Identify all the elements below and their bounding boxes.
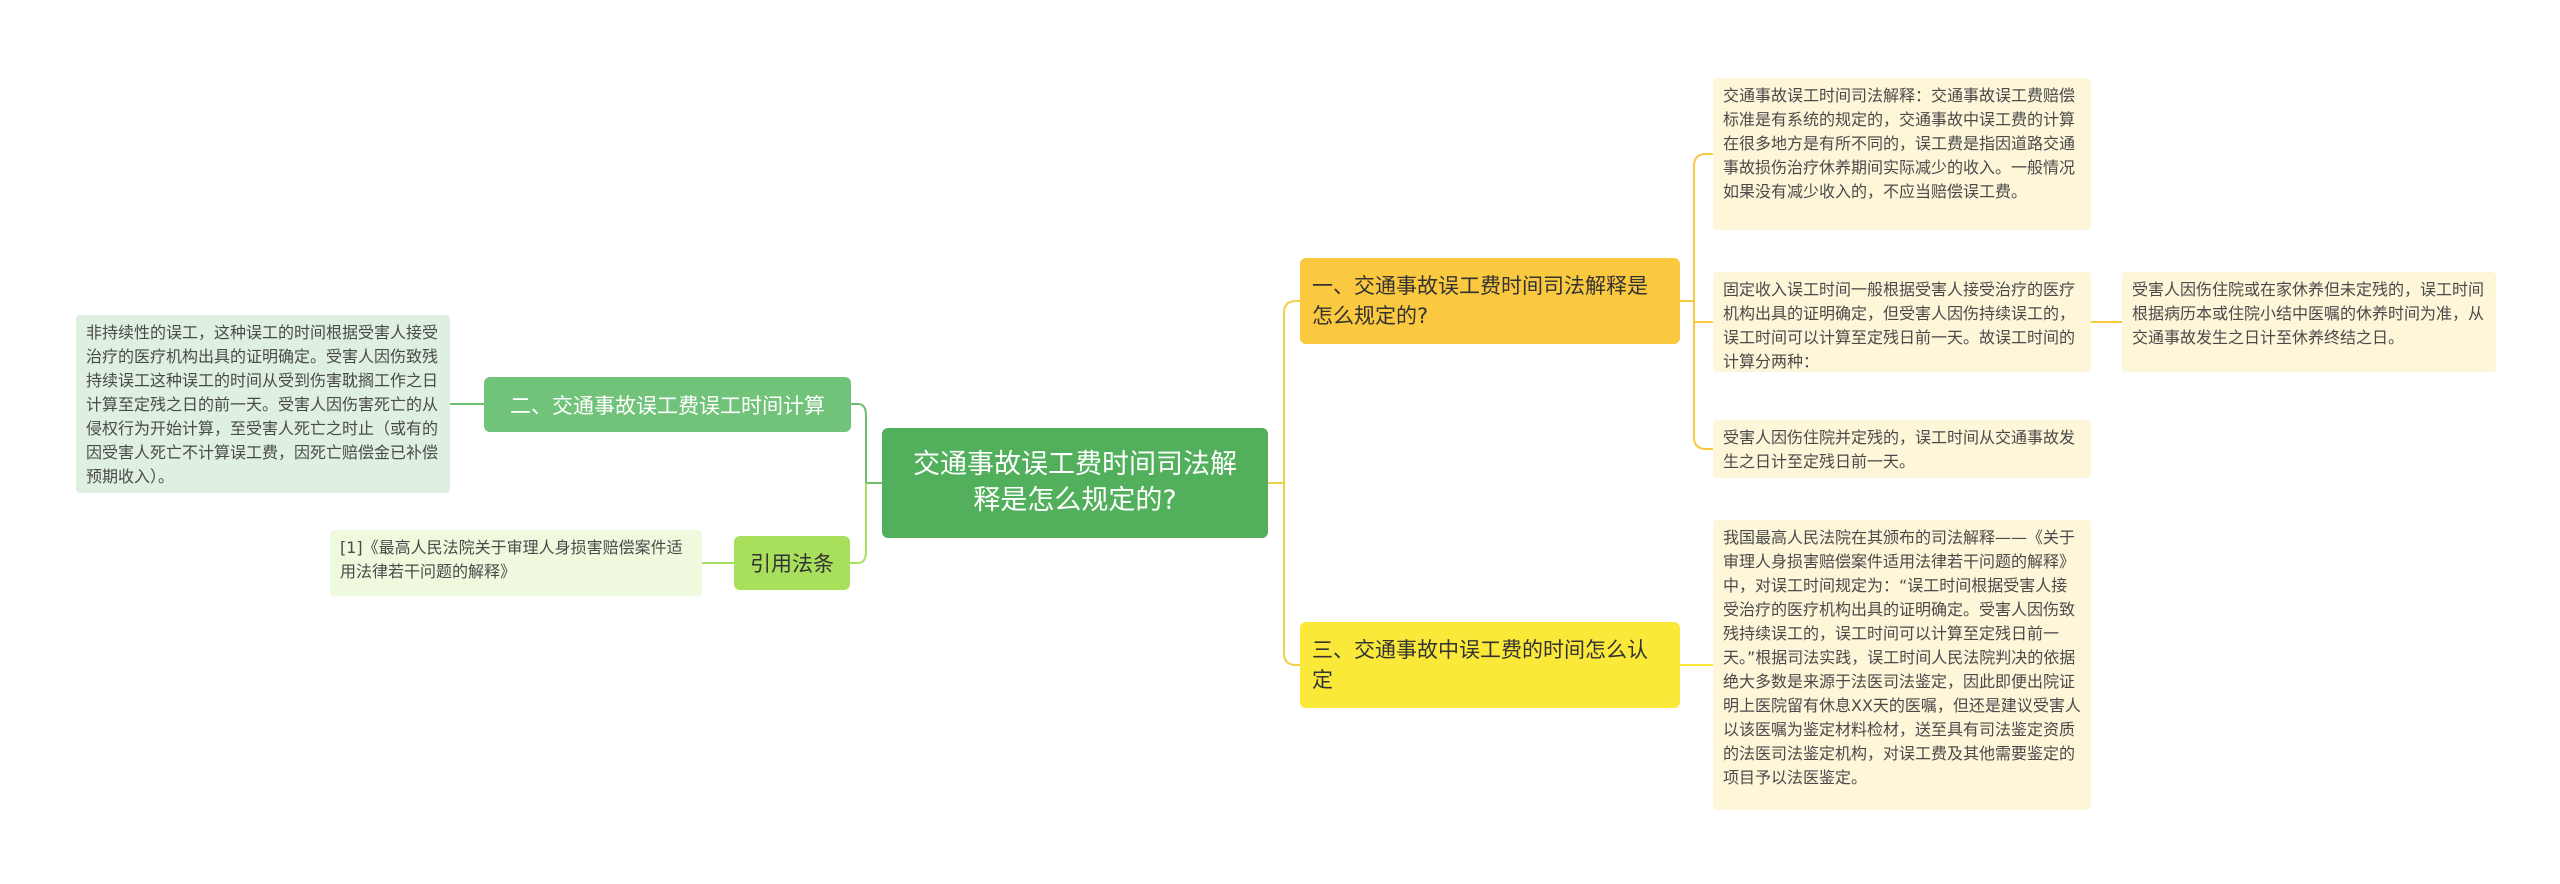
leaf-non-continuous[interactable]: 非持续性的误工，这种误工的时间根据受害人接受治疗的医疗机构出具的证明确定。受害人… [76, 315, 450, 493]
link-root-b2 [851, 403, 882, 484]
root-topic-label: 交通事故误工费时间司法解释是怎么规定的? [913, 449, 1237, 516]
leaf-judicial-interpretation[interactable]: 交通事故误工时间司法解释：交通事故误工费赔偿标准是有系统的规定的，交通事故中误工… [1713, 78, 2091, 230]
link-b1-l12 [1693, 301, 1713, 323]
link-root-b1 [1268, 300, 1300, 484]
leaf-citation-text[interactable]: [1]《最高人民法院关于审理人身损害赔偿案件适用法律若干问题的解释》 [330, 530, 702, 596]
branch-citation[interactable]: 引用法条 [734, 536, 850, 590]
link-root-b4 [850, 483, 867, 564]
branch-definition[interactable]: 一、交通事故误工费时间司法解释是怎么规定的? [1300, 258, 1680, 344]
branch-calculation[interactable]: 二、交通事故误工费误工时间计算 [484, 377, 851, 432]
branch-citation-label: 引用法条 [750, 552, 834, 576]
branch-determination[interactable]: 三、交通事故中误工费的时间怎么认定 [1300, 622, 1680, 708]
branch-calculation-label: 二、交通事故误工费误工时间计算 [510, 393, 825, 418]
root-topic[interactable]: 交通事故误工费时间司法解释是怎么规定的? [882, 428, 1268, 538]
link-b1-l13 [1693, 301, 1713, 450]
leaf-not-disabled[interactable]: 受害人因伤住院或在家休养但未定残的，误工时间根据病历本或住院小结中医嘱的休养时间… [2122, 272, 2496, 372]
leaf-fixed-income[interactable]: 固定收入误工时间一般根据受害人接受治疗的医疗机构出具的证明确定，但受害人因伤持续… [1713, 272, 2091, 372]
link-root-b3 [1283, 483, 1300, 666]
branch-determination-label: 三、交通事故中误工费的时间怎么认定 [1312, 638, 1648, 692]
leaf-supreme-court-rule[interactable]: 我国最高人民法院在其颁布的司法解释——《关于审理人身损害赔偿案件适用法律若干问题… [1713, 520, 2091, 810]
branch-definition-label: 一、交通事故误工费时间司法解释是怎么规定的? [1312, 274, 1648, 328]
link-b1-l11 [1680, 153, 1713, 302]
leaf-disabled[interactable]: 受害人因伤住院并定残的，误工时间从交通事故发生之日计至定残日前一天。 [1713, 420, 2091, 478]
